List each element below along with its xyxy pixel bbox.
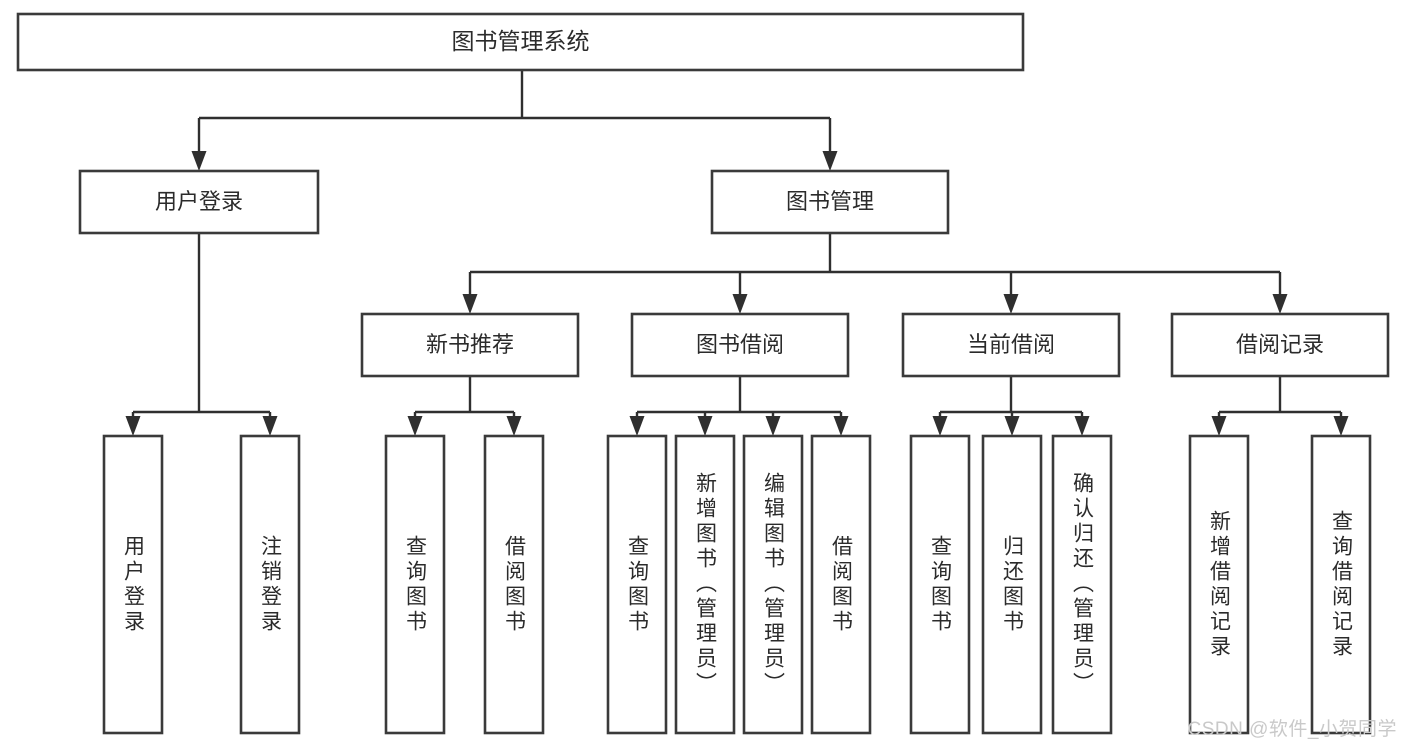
node-leaf-11: [1188, 434, 1250, 735]
node-root-label: 图书管理系统: [452, 28, 590, 54]
node-level2-0: [78, 169, 320, 235]
node-level3-1: [630, 312, 850, 378]
node-level3-0: [360, 312, 580, 378]
arrow-down-icon-level3-2: [1003, 294, 1019, 314]
node-level2-1-label: 图书管理: [786, 189, 874, 214]
arrow-down-icon-leaf-7: [833, 416, 849, 436]
node-leaf-6: [742, 434, 804, 735]
arrow-down-icon-level3-0: [462, 294, 478, 314]
arrow-down-icon-leaf-9: [1004, 416, 1020, 436]
arrow-down-icon-level3-1: [732, 294, 748, 314]
node-level2-1: [710, 169, 950, 235]
node-leaf-1: [239, 434, 301, 735]
node-leaf-10: [1051, 434, 1113, 735]
arrow-down-icon-leaf-2: [407, 416, 423, 436]
arrow-down-icon-leaf-12: [1333, 416, 1349, 436]
node-leaf-0: [102, 434, 164, 735]
arrow-down-icon-leaf-6: [765, 416, 781, 436]
node-leaf-2: [384, 434, 446, 735]
arrow-down-icon-leaf-0: [125, 416, 141, 436]
arrow-down-icon-level3-3: [1272, 294, 1288, 314]
arrow-down-icon-leaf-3: [506, 416, 522, 436]
node-level3-0-label: 新书推荐: [426, 332, 514, 357]
arrow-down-icon-leaf-1: [262, 416, 278, 436]
arrow-down-icon-leaf-5: [697, 416, 713, 436]
connector-layer: [125, 70, 1349, 436]
arrow-down-icon-leaf-11: [1211, 416, 1227, 436]
node-level3-3: [1170, 312, 1390, 378]
node-level3-3-label: 借阅记录: [1236, 332, 1324, 357]
arrow-down-icon-level2-0: [191, 151, 207, 171]
node-leaf-3: [483, 434, 545, 735]
arrow-down-icon-leaf-8: [932, 416, 948, 436]
arrow-down-icon-leaf-10: [1074, 416, 1090, 436]
node-leaf-7: [810, 434, 872, 735]
node-level3-2: [901, 312, 1121, 378]
node-leaf-9: [981, 434, 1043, 735]
node-level3-2-label: 当前借阅: [967, 332, 1055, 357]
box-layer: [16, 12, 1390, 735]
node-leaf-5: [674, 434, 736, 735]
arrow-down-icon-level2-1: [822, 151, 838, 171]
node-level2-0-label: 用户登录: [155, 189, 243, 214]
node-leaf-12: [1310, 434, 1372, 735]
node-leaf-8: [909, 434, 971, 735]
node-root: [16, 12, 1025, 72]
csdn-watermark: CSDN @软件_小贺同学: [1187, 719, 1397, 740]
node-leaf-4: [606, 434, 668, 735]
node-level3-1-label: 图书借阅: [696, 332, 784, 357]
arrow-down-icon-leaf-4: [629, 416, 645, 436]
